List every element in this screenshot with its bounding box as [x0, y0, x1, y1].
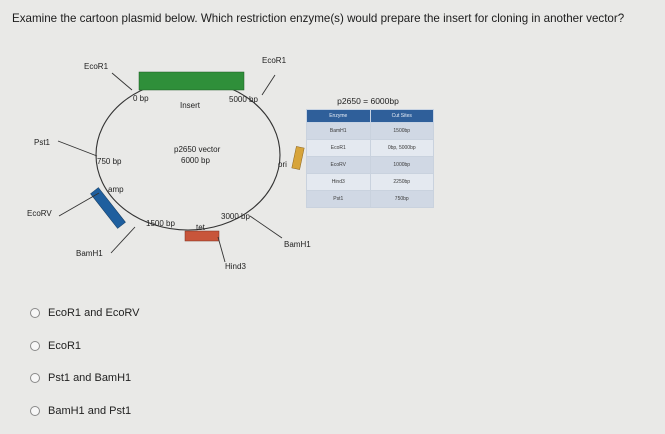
table-row: BamH1 1500bp	[306, 122, 434, 140]
answer-option[interactable]: EcoR1 and EcoRV	[30, 304, 140, 322]
pst1-site-line	[57, 140, 98, 157]
table-cell-cut-sites: 750bp	[369, 190, 434, 208]
insert-bar	[138, 71, 245, 91]
answer-options: EcoR1 and EcoRV EcoR1 Pst1 and BamH1 Bam…	[30, 304, 140, 434]
ecor1-left-label: EcoR1	[84, 62, 109, 71]
question-text: Examine the cartoon plasmid below. Which…	[12, 12, 625, 25]
table-cell-enzyme: EcoR1	[306, 139, 371, 157]
table-cell-enzyme: BamH1	[306, 122, 371, 140]
table-cell-cut-sites: 0bp, 5000bp	[369, 139, 434, 157]
bamh1-right-label: BamH1	[284, 240, 311, 249]
ecor1-right-label: EcoR1	[262, 56, 287, 65]
tet-label: tet	[196, 223, 206, 232]
seven-fifty-bp-label: 750 bp	[97, 157, 122, 166]
table-cell-enzyme: Pst1	[306, 190, 371, 208]
amp-label: amp	[108, 185, 124, 194]
table-row: EcoRV 1000bp	[306, 156, 434, 174]
insert-label: Insert	[180, 101, 201, 110]
plasmid-name-line2: 6000 bp	[181, 156, 210, 165]
answer-option-label[interactable]: BamH1 and Pst1	[48, 404, 132, 417]
cut-site-table-title: p2650 = 6000bp	[337, 96, 399, 106]
ecorv-site-line	[58, 192, 100, 217]
column-header-enzyme: Enzyme	[306, 109, 371, 123]
answer-option-label[interactable]: EcoR1 and EcoRV	[48, 307, 140, 319]
bamh1-left-site-line	[110, 226, 136, 254]
ecorv-label: EcoRV	[27, 209, 52, 218]
radio-button[interactable]	[30, 340, 40, 351]
table-row: EcoR1 0bp, 5000bp	[306, 139, 434, 157]
radio-button[interactable]	[30, 373, 40, 383]
ori-bar	[291, 146, 305, 170]
table-cell-cut-sites: 1000bp	[369, 156, 434, 174]
ori-label: ori	[278, 160, 287, 169]
hind3-site-line	[217, 236, 226, 263]
cut-site-table: Enzyme Cut Sites BamH1 1500bp EcoR1 0bp,…	[306, 109, 434, 208]
answer-option-label[interactable]: Pst1 and BamH1	[48, 372, 132, 384]
table-cell-cut-sites: 2250bp	[369, 173, 434, 191]
tet-gene-bar	[184, 230, 220, 242]
table-row: Hind3 2250bp	[306, 173, 434, 191]
zero-bp-label: 0 bp	[133, 94, 149, 103]
amp-gene-bar	[90, 187, 126, 229]
hind3-label: Hind3	[225, 262, 246, 271]
column-header-cut-sites: Cut Sites	[369, 109, 434, 123]
table-cell-enzyme: EcoRV	[306, 156, 371, 174]
answer-option[interactable]: Pst1 and BamH1	[30, 369, 140, 387]
cut-site-table-panel: p2650 = 6000bp Enzyme Cut Sites BamH1 15…	[302, 96, 434, 208]
bamh1-right-site-line	[249, 215, 283, 239]
radio-button[interactable]	[30, 405, 40, 416]
table-row: Pst1 750bp	[306, 190, 434, 208]
bamh1-left-label: BamH1	[76, 249, 103, 258]
answer-option[interactable]: BamH1 and Pst1	[30, 402, 140, 420]
answer-option[interactable]: EcoR1	[30, 337, 140, 355]
fifteen-hundred-bp-label: 1500 bp	[146, 219, 175, 228]
plasmid-name-line1: p2650 vector	[174, 145, 221, 154]
answer-option-label[interactable]: EcoR1	[48, 339, 82, 352]
five-thousand-bp-label: 5000 bp	[229, 95, 258, 104]
table-header-row: Enzyme Cut Sites	[306, 109, 434, 123]
table-cell-cut-sites: 1500bp	[369, 122, 434, 140]
radio-button[interactable]	[30, 308, 40, 318]
table-cell-enzyme: Hind3	[306, 173, 371, 191]
three-thousand-bp-label: 3000 bp	[221, 212, 250, 221]
pst1-label: Pst1	[34, 138, 51, 147]
ecor1-right-site-line	[261, 74, 276, 96]
plasmid-diagram: EcoR1 EcoR1 Pst1 EcoRV BamH1 BamH1 Hind3…	[27, 56, 311, 271]
ecor1-left-site-line	[111, 72, 133, 91]
